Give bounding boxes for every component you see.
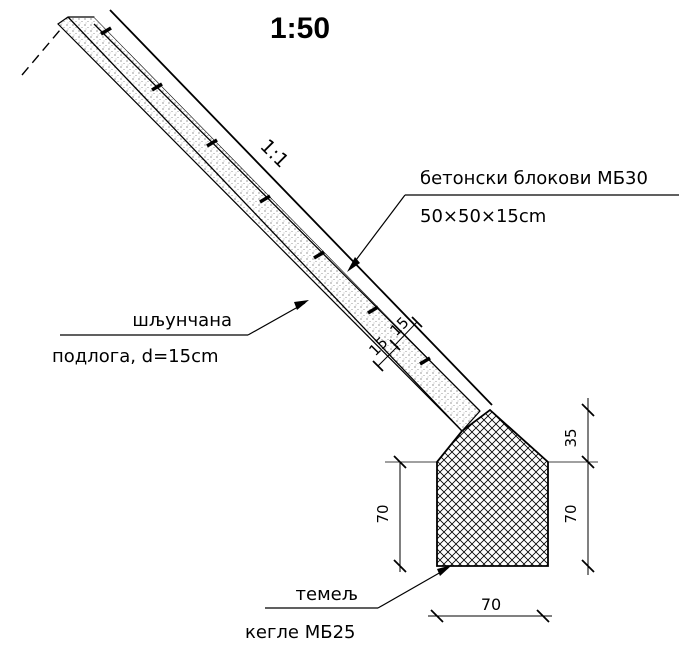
gravel-label-line1: шљунчана (132, 310, 232, 331)
block-bottom-edge (93, 23, 481, 412)
gravel-bed (57, 16, 481, 432)
footing-height-left-value: 70 (374, 504, 392, 523)
blocks-label-line1: бетонски блокови МБ30 (420, 168, 648, 189)
footing-height-right-dims (548, 398, 598, 575)
footing-label-line1: темељ (296, 584, 358, 605)
gravel-leader (60, 300, 309, 336)
footing-width-dim (428, 609, 552, 623)
block-joints (100, 26, 431, 366)
blocks-label-line2: 50×50×15cm (420, 206, 546, 227)
gravel-thickness-dim (372, 345, 399, 372)
block-top-edge (109, 9, 493, 406)
footing (436, 408, 549, 567)
block-layer (94, 10, 492, 411)
footing-height-left-dim (385, 455, 437, 573)
footing-leader (265, 565, 452, 609)
break-line (21, 29, 61, 76)
footing-width-value: 70 (481, 595, 501, 614)
scale-title: 1:50 (270, 12, 330, 45)
footing-top-right-value: 35 (562, 428, 580, 447)
footing-label-line2: кегле МБ25 (245, 622, 356, 643)
blocks-leader (347, 194, 679, 272)
footing-height-right-value: 70 (562, 504, 580, 523)
block-thickness-dim (389, 316, 423, 351)
gravel-label-line2: подлога, d=15cm (52, 346, 219, 367)
gravel-bottom-edge (67, 16, 463, 432)
